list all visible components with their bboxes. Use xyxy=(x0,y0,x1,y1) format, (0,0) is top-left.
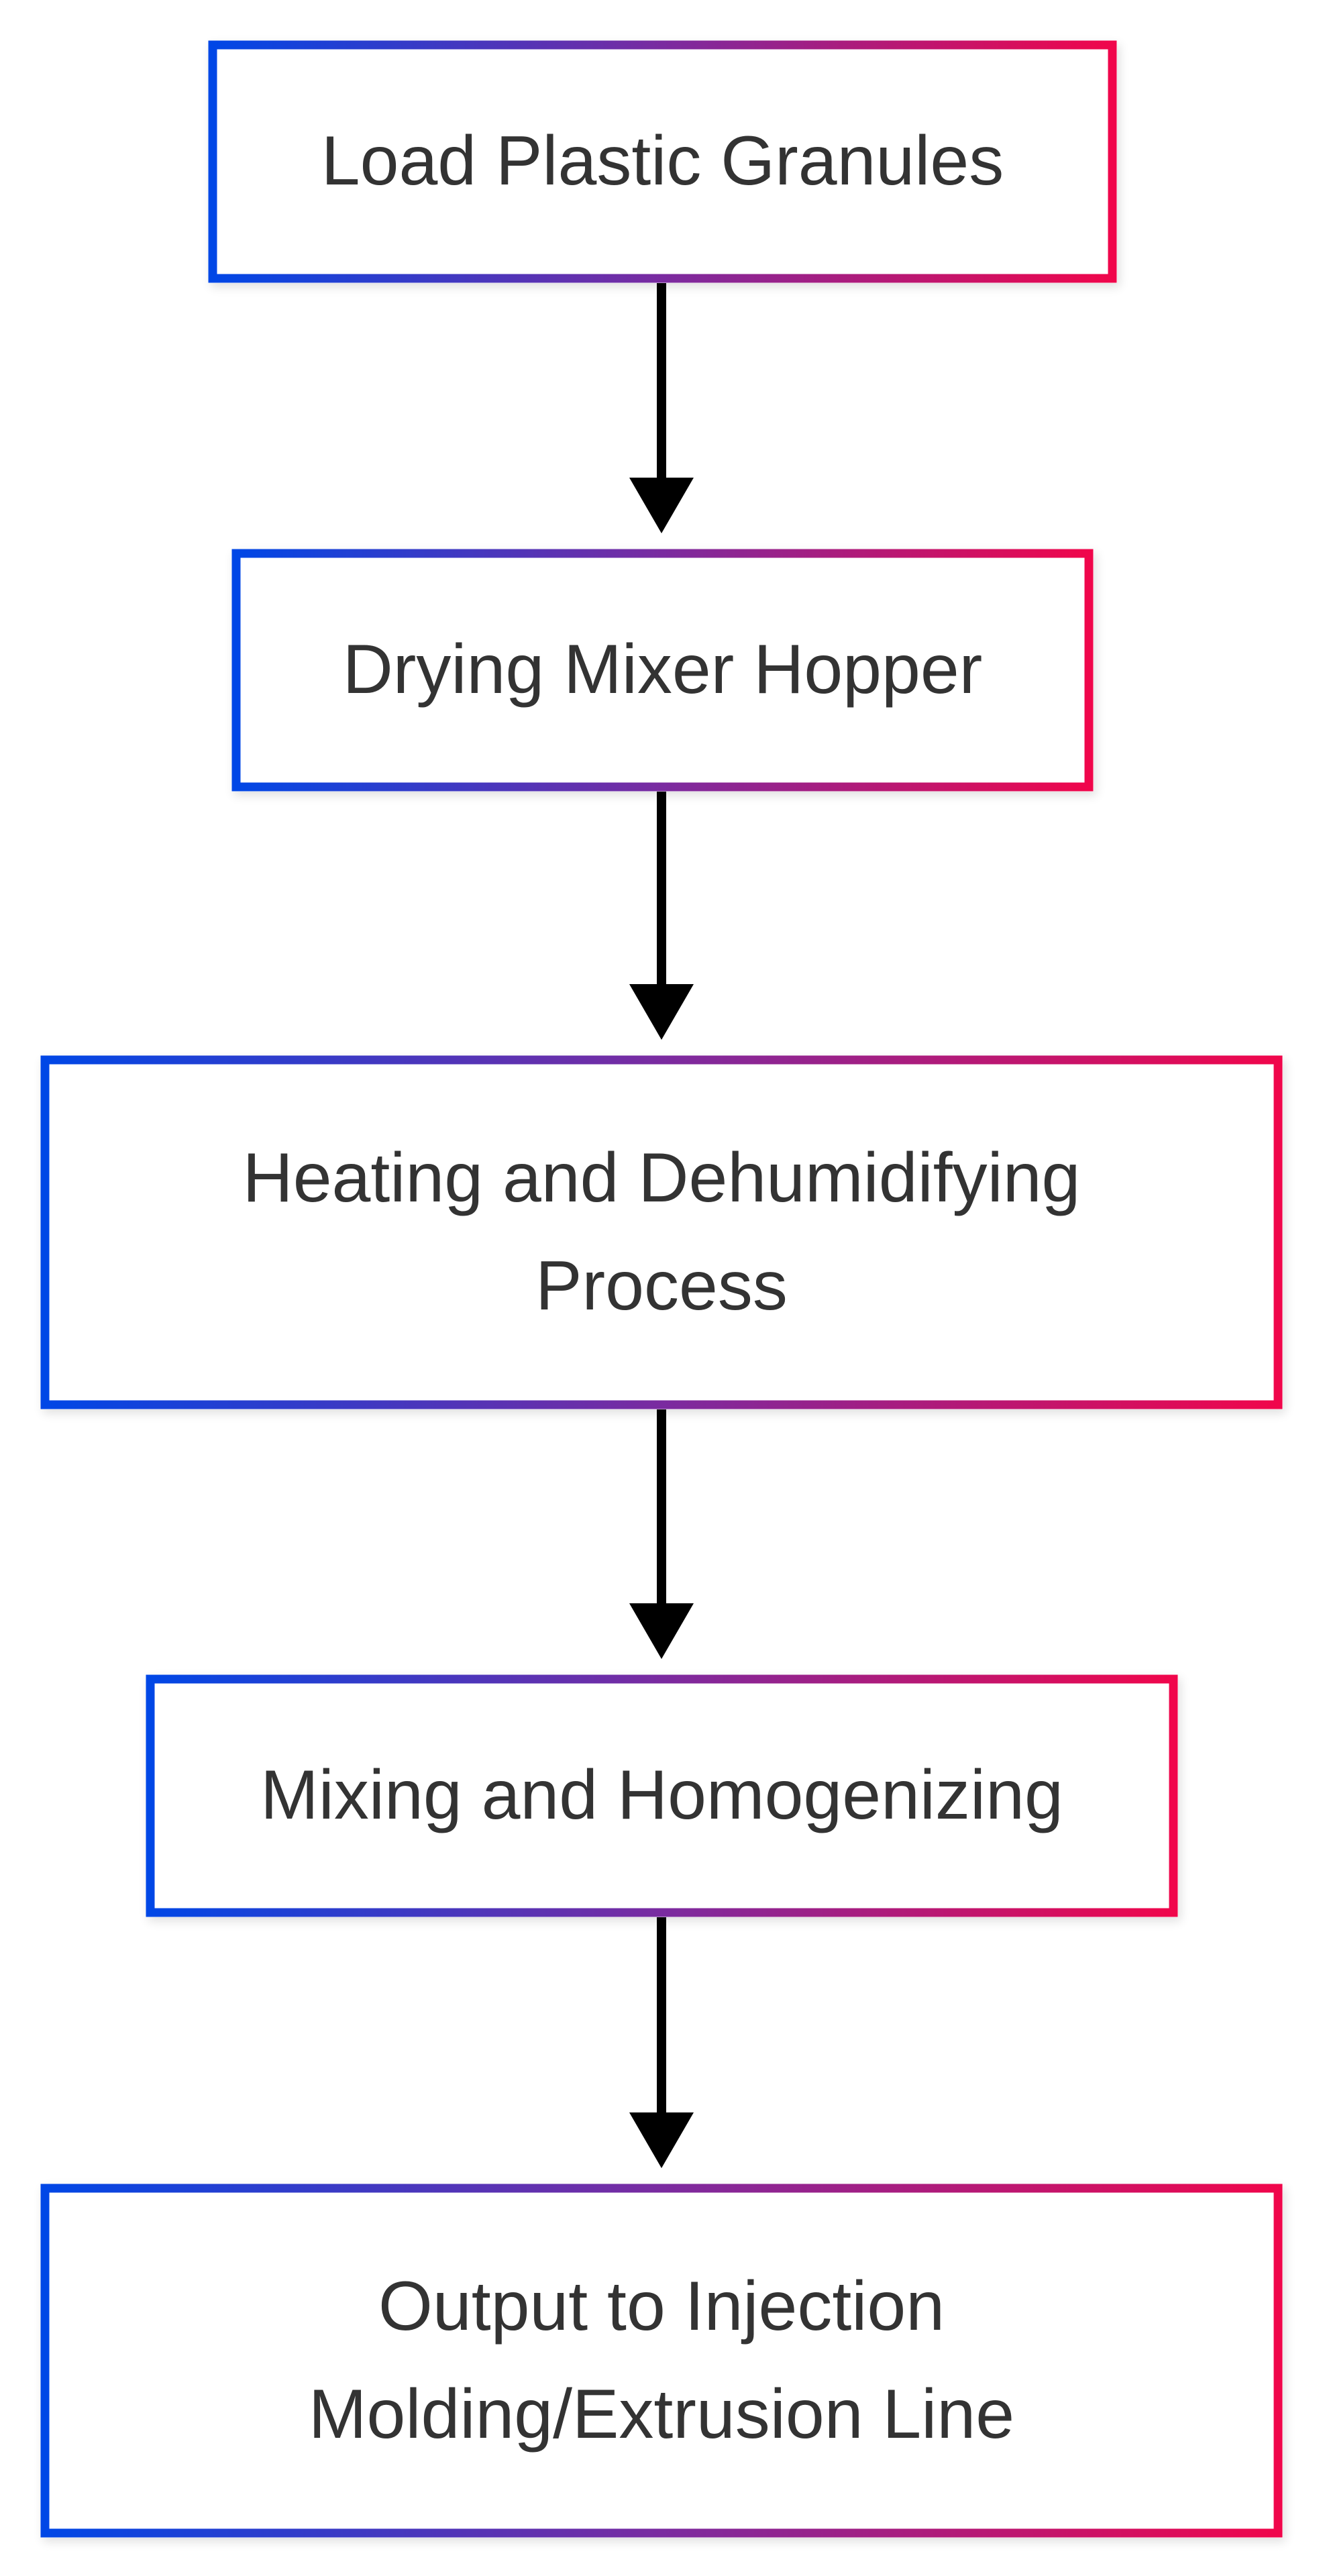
node-load-plastic-granules: Load Plastic Granules xyxy=(208,40,1117,283)
node-heating-dehumidifying: Heating and Dehumidifying Process xyxy=(40,1055,1283,1409)
edge-n2-n3 xyxy=(629,792,694,1040)
edge-n4-n5 xyxy=(629,1917,694,2168)
node-output-injection-extrusion: Output to Injection Molding/Extrusion Li… xyxy=(40,2184,1283,2538)
edge-n1-n2 xyxy=(629,283,694,533)
edge-n3-n4 xyxy=(629,1409,694,1659)
